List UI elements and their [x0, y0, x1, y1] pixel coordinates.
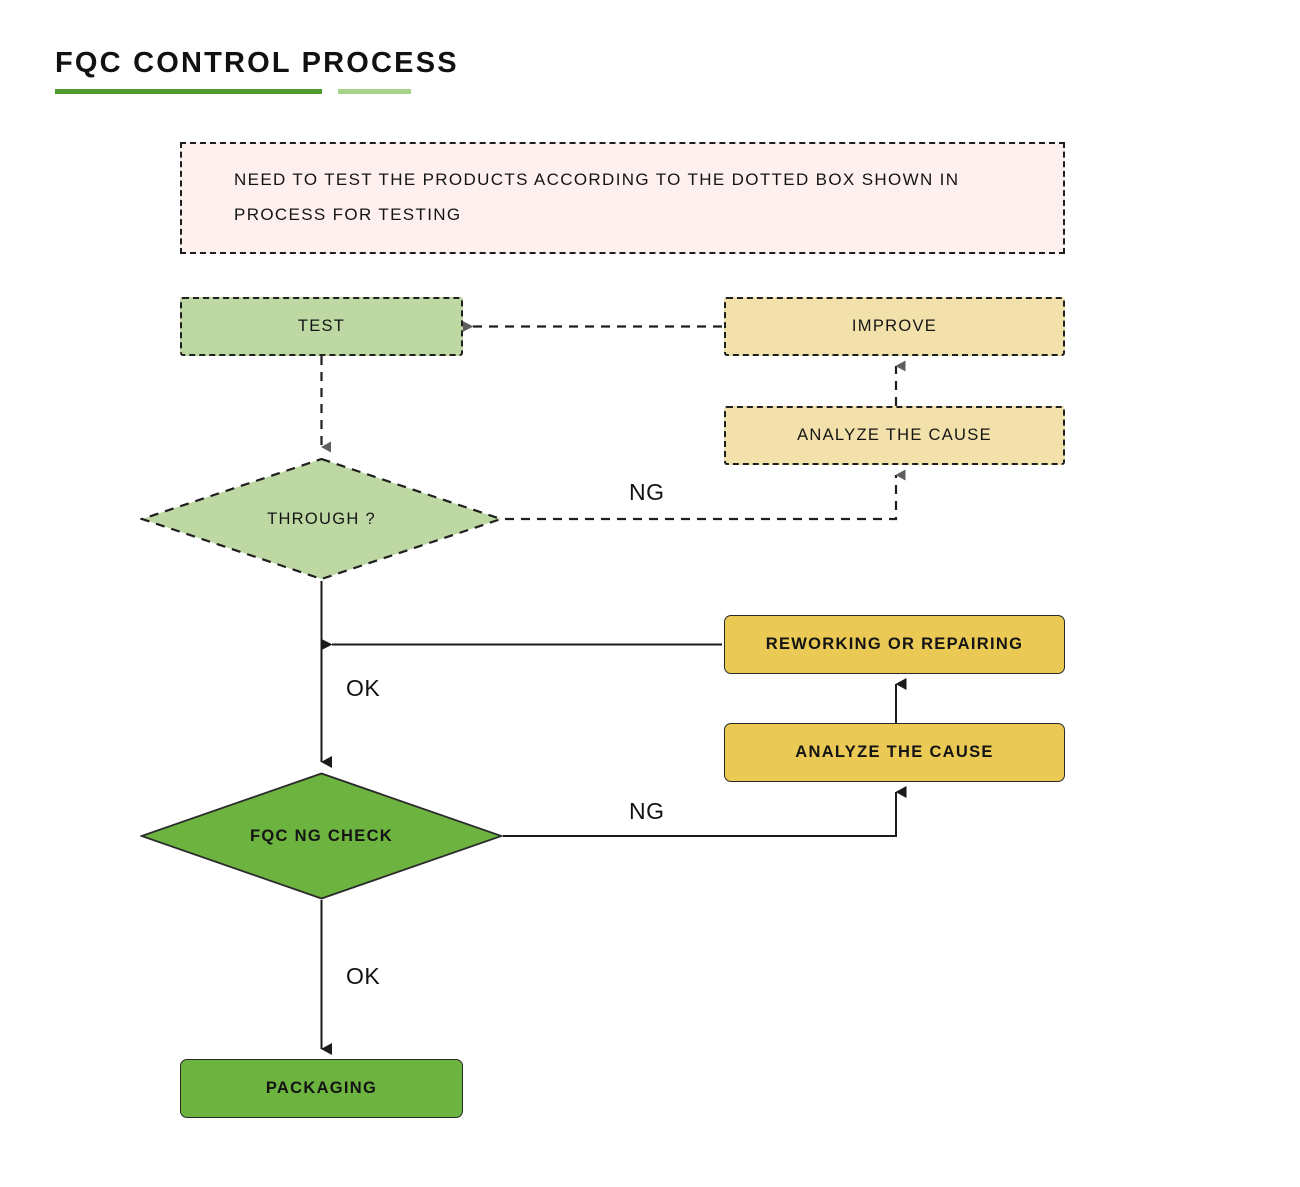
node-test-label: TEST	[297, 317, 346, 335]
node-test[interactable]: TEST	[180, 297, 463, 356]
node-packaging[interactable]: PACKAGING	[180, 1059, 463, 1118]
note-box: NEED TO TEST THE PRODUCTS ACCORDING TO T…	[180, 142, 1065, 254]
node-fqc-ng-check-decision[interactable]: FQC NG CHECK	[140, 772, 503, 900]
node-analyze-the-cause-dashed-label: ANALYZE THE CAUSE	[797, 426, 992, 444]
title-block: FQC CONTROL PROCESS	[55, 47, 555, 94]
edge-label-ng-top: NG	[629, 479, 665, 505]
page-title: FQC CONTROL PROCESS	[55, 47, 459, 79]
node-improve[interactable]: IMPROVE	[724, 297, 1065, 356]
edge-label-ng-bottom: NG	[629, 798, 665, 824]
edge-label-ok-middle: OK	[346, 675, 381, 701]
node-packaging-label: PACKAGING	[265, 1079, 378, 1097]
edge-fqc-ng-to-analyze-solid	[503, 786, 907, 837]
edge-label-ok-bottom: OK	[346, 963, 381, 989]
node-fqc-ng-check-decision-label: FQC NG CHECK	[249, 826, 393, 845]
node-reworking-or-repairing[interactable]: REWORKING OR REPAIRING	[724, 615, 1065, 674]
node-analyze-the-cause-solid-label: ANALYZE THE CAUSE	[795, 743, 994, 761]
title-underline	[55, 89, 411, 94]
title-rule-secondary	[338, 89, 411, 94]
through-diamond-shape	[140, 457, 503, 581]
node-improve-label: IMPROVE	[851, 317, 938, 335]
fqc-diamond-shape	[140, 772, 503, 900]
node-reworking-or-repairing-label: REWORKING OR REPAIRING	[765, 635, 1024, 653]
node-through-decision[interactable]: THROUGH ?	[140, 457, 503, 581]
title-rule-primary	[55, 89, 322, 94]
node-analyze-the-cause-dashed[interactable]: ANALYZE THE CAUSE	[724, 406, 1065, 465]
node-through-decision-label: THROUGH ?	[267, 509, 376, 528]
note-text: NEED TO TEST THE PRODUCTS ACCORDING TO T…	[234, 170, 960, 224]
edge-through-ng-to-analyze-dashed	[505, 469, 906, 521]
node-analyze-the-cause-solid[interactable]: ANALYZE THE CAUSE	[724, 723, 1065, 782]
